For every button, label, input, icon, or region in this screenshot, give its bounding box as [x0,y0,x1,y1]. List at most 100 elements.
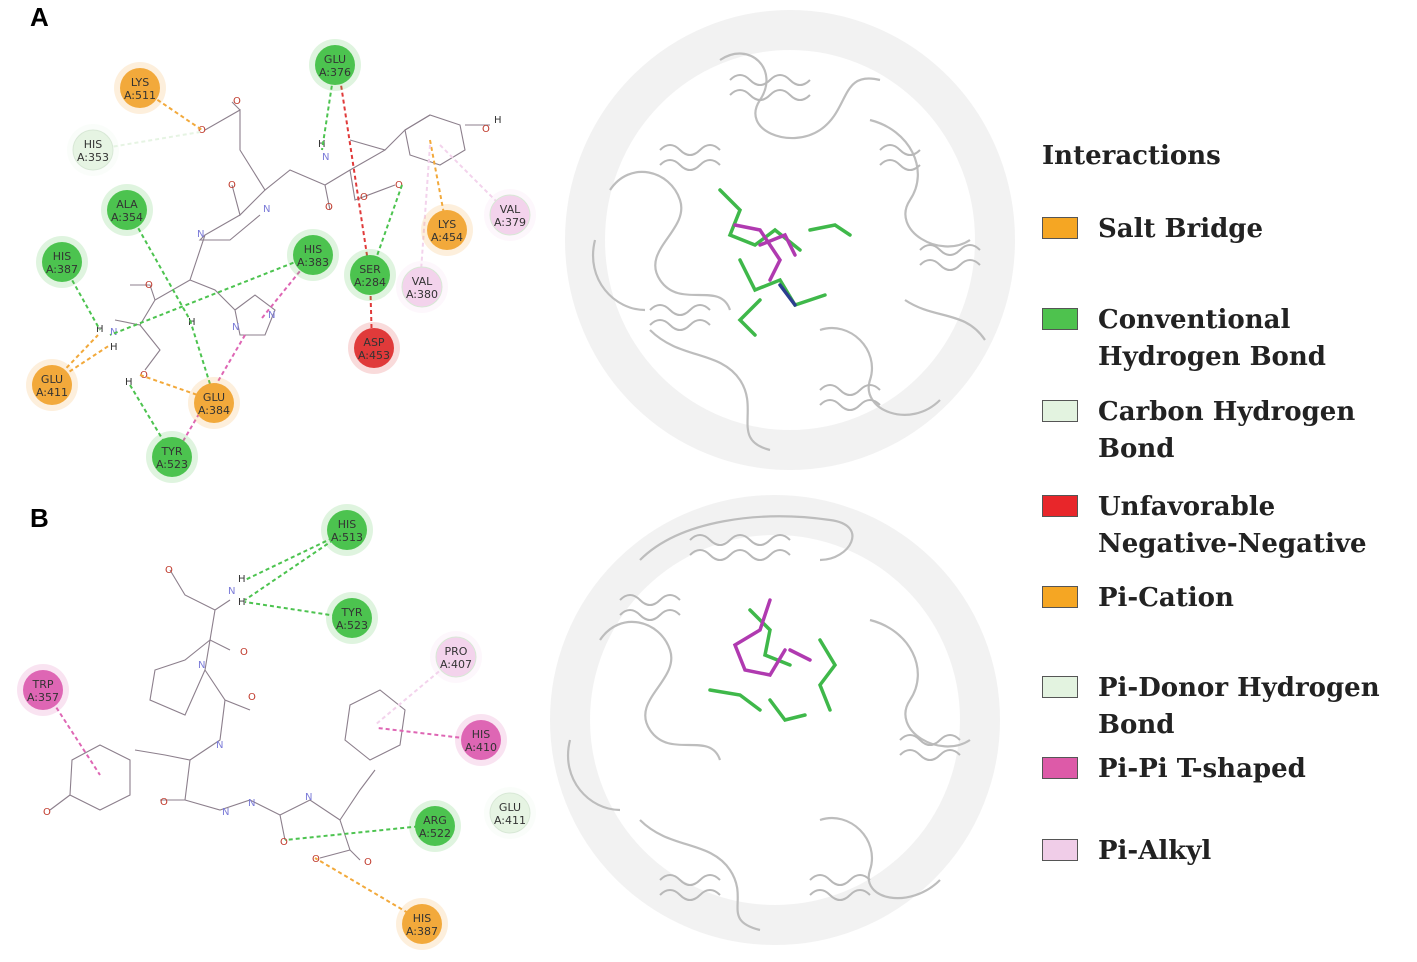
legend-swatch-salt-bridge [1042,217,1078,239]
residue-position: A:387 [46,263,78,276]
legend-label-conventional-hydrogen-bond: Conventional Hydrogen Bond [1098,305,1326,372]
panel-label-a: A [30,2,49,32]
residue-circle [489,792,531,834]
legend-swatch-unfavorable-negative-negative [1042,495,1078,517]
legend-swatch-pi-pi-t-shaped [1042,757,1078,779]
residue-position: A:284 [354,276,386,289]
residue-position: A:522 [419,827,451,840]
svg-text:O: O [165,565,173,576]
residue-position: A:379 [494,216,526,229]
residue-circle [461,720,501,760]
residue-name: ASP [363,336,385,349]
svg-text:N: N [248,798,255,809]
residue-name: GLU [499,801,521,814]
residue-name: TYR [160,445,182,458]
panel-label-b: B [30,503,49,533]
interaction-diagram-b: O N H H O N O N O O N N O N O O [43,531,481,921]
residue-circle [293,235,333,275]
residues-a: GLUA:376LYSA:511HISA:353ALAA:354HISA:387… [26,39,536,483]
residue-position: A:380 [406,288,438,301]
legend-label-salt-bridge: Salt Bridge [1098,214,1264,244]
svg-text:H: H [494,115,502,126]
residue-position: A:407 [440,658,472,671]
protein-structure-a [565,10,1015,470]
svg-text:O: O [482,124,490,135]
residue-position: A:376 [319,66,351,79]
residue-name: SER [359,263,381,276]
residue-circle [120,68,160,108]
legend: Interactions Salt Bridge Conventional Hy… [1036,135,1417,895]
residue-position: A:523 [336,619,368,632]
svg-text:O: O [228,180,236,191]
residue-name: PRO [445,645,468,658]
svg-text:O: O [248,692,256,703]
svg-text:O: O [145,280,153,291]
residue-name: ARG [423,814,447,827]
residue-position: A:453 [358,349,390,362]
residue-name: HIS [338,518,357,531]
residue-circle [107,190,147,230]
svg-text:O: O [43,807,51,818]
svg-text:N: N [232,322,239,333]
residue-circle [401,266,443,308]
residue-position: A:387 [406,925,438,938]
svg-text:O: O [395,180,403,191]
residue-name: HIS [413,912,432,925]
legend-swatch-carbon-hydrogen-bond [1042,400,1078,422]
residue-position: A:410 [465,741,497,754]
ligand-skeleton-b [49,569,406,861]
residue-name: VAL [500,203,521,216]
residue-circle [194,383,234,423]
residue-circle [315,45,355,85]
svg-text:O: O [364,857,372,868]
residue-name: HIS [84,138,103,151]
residue-position: A:353 [77,151,109,164]
svg-text:N: N [197,229,204,240]
interaction-lines-a [51,64,511,456]
residues-b: HISA:513TYRA:523PROA:407TRPA:357HISA:410… [17,504,536,950]
svg-text:N: N [228,586,235,597]
svg-text:N: N [198,660,205,671]
legend-swatch-pi-cation [1042,586,1078,608]
residue-circle [402,904,442,944]
svg-text:H: H [318,139,326,150]
protein-structure-b [550,495,1000,945]
legend-swatch-conventional-hydrogen-bond [1042,308,1078,330]
legend-label-pi-donor-hydrogen-bond: Pi-Donor Hydrogen Bond [1098,673,1380,740]
legend-label-unfavorable-negative-negative: Unfavorable Negative-Negative [1098,492,1367,559]
residue-name: GLU [203,391,225,404]
svg-text:O: O [240,647,248,658]
residue-position: A:523 [156,458,188,471]
residue-name: VAL [412,275,433,288]
residue-position: A:513 [331,531,363,544]
residue-circle [350,255,390,295]
residue-position: A:411 [494,814,526,827]
residue-position: A:354 [111,211,143,224]
svg-text:O: O [280,837,288,848]
legend-label-pi-pi-t-shaped: Pi-Pi T-shaped [1098,754,1306,784]
residue-name: LYS [131,76,149,89]
legend-label-carbon-hydrogen-bond: Carbon Hydrogen Bond [1098,397,1356,464]
residue-name: GLU [324,53,346,66]
residue-position: A:357 [27,691,59,704]
legend-swatch-pi-donor-hydrogen-bond [1042,676,1078,698]
svg-text:O: O [198,125,206,136]
residue-name: HIS [304,243,323,256]
svg-text:N: N [263,204,270,215]
residue-circle [489,194,531,236]
svg-text:N: N [305,792,312,803]
legend-label-pi-alkyl: Pi-Alkyl [1098,836,1212,866]
ligand-skeleton-a [114,101,490,371]
interaction-lines-b [44,531,481,921]
residue-name: HIS [53,250,72,263]
